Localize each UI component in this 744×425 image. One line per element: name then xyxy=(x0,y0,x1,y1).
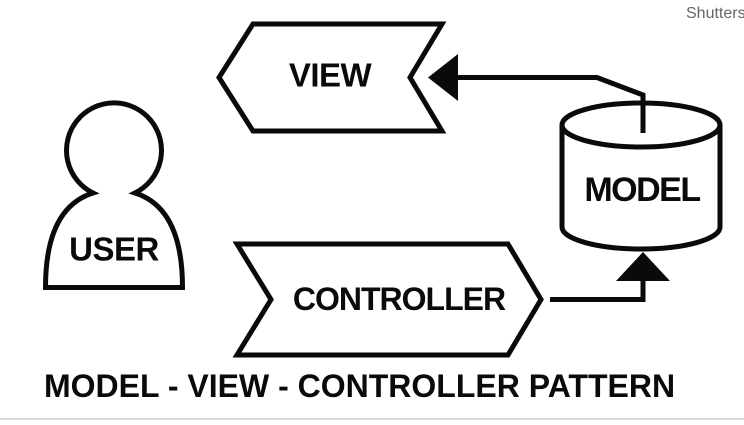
bottom-divider xyxy=(0,418,744,420)
controller-chevron-shape xyxy=(232,241,544,358)
model-label: MODEL xyxy=(584,171,701,209)
view-label: VIEW xyxy=(288,56,372,94)
controller-label: CONTROLLER xyxy=(292,281,506,317)
cylinder-body xyxy=(559,125,723,252)
arrowhead-up-icon xyxy=(616,252,670,281)
model-to-view-line xyxy=(456,75,646,133)
person-icon xyxy=(42,100,186,290)
view-chevron-shape xyxy=(216,21,447,134)
controller-to-model-line xyxy=(550,279,646,302)
model-to-view-arrow xyxy=(428,54,646,133)
watermark-text: Shutters xyxy=(686,5,744,22)
controller-to-model-arrow xyxy=(550,252,670,302)
arrowhead-left-icon xyxy=(428,54,458,101)
diagram-title: MODEL - VIEW - CONTROLLER PATTERN xyxy=(44,368,676,404)
user-label: USER xyxy=(69,230,159,268)
model-cylinder-shape xyxy=(559,100,723,252)
